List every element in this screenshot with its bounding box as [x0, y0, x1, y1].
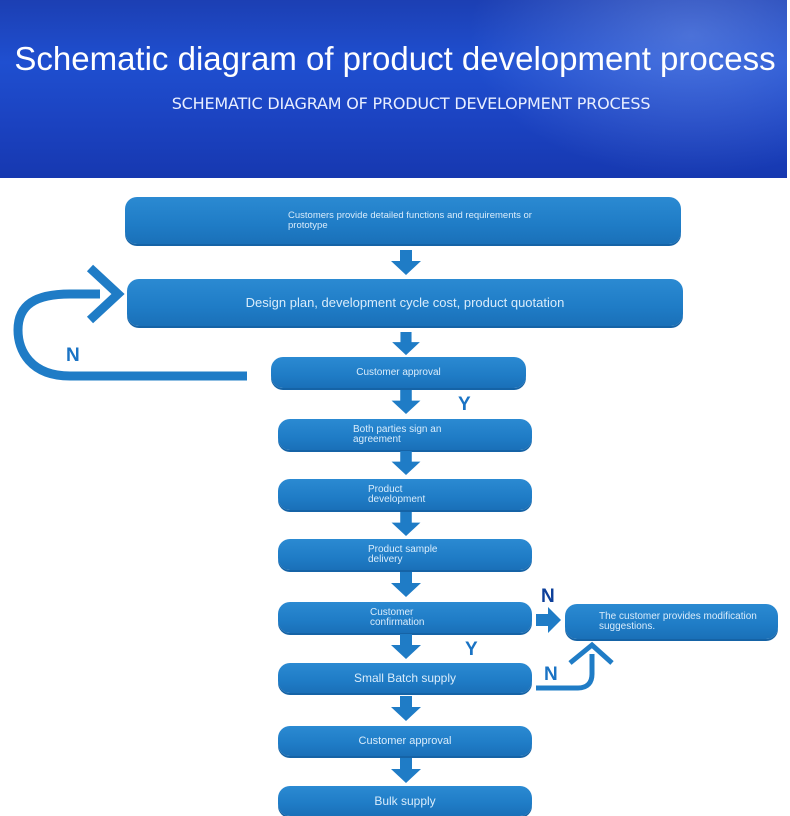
step-customer-approval-2: Customer approval — [278, 726, 532, 756]
header-banner: Schematic diagram of product development… — [0, 0, 787, 178]
step-customer-approval-1-label: Customer approval — [356, 366, 441, 378]
step-design-plan: Design plan, development cycle cost, pro… — [127, 279, 683, 326]
label-no-1: N — [66, 345, 80, 366]
label-no-2: N — [541, 586, 555, 607]
step-modification-suggestions: The customer provides modification sugge… — [565, 604, 778, 639]
arrow-right-icon — [536, 607, 561, 633]
label-yes-2: Y — [465, 639, 478, 660]
page-title: Schematic diagram of product development… — [14, 40, 776, 77]
step-customer-approval-2-label: Customer approval — [358, 735, 452, 747]
step-bulk-supply: Bulk supply — [278, 786, 532, 816]
return-arrowhead-icon — [568, 641, 614, 665]
page-subtitle: SCHEMATIC DIAGRAM OF PRODUCT DEVELOPMENT… — [171, 94, 651, 113]
label-yes-1: Y — [458, 394, 471, 415]
step-product-development-label: Product development — [368, 483, 426, 505]
label-no-3: N — [544, 664, 558, 685]
arrow-down-icon — [392, 332, 420, 356]
step-product-development: Product development — [278, 479, 532, 510]
step-customer-confirmation: Customer confirmation — [278, 602, 532, 633]
step-requirements: Customers provide detailed functions and… — [125, 197, 681, 244]
step-modification-suggestions-label: The customer provides modification sugge… — [599, 610, 757, 632]
step-sample-delivery: Product sample delivery — [278, 539, 532, 570]
arrow-down-icon — [391, 250, 421, 275]
loop-arrow-icon — [13, 289, 247, 381]
arrow-down-icon — [391, 758, 421, 783]
step-design-plan-label: Design plan, development cycle cost, pro… — [245, 294, 565, 310]
step-sign-agreement-label: Both parties sign an agreement — [353, 423, 442, 445]
step-small-batch-supply: Small Batch supply — [278, 663, 532, 693]
step-customer-approval-1: Customer approval — [271, 357, 526, 388]
return-arrow-icon — [536, 654, 595, 691]
loop-arrowhead-icon — [86, 264, 125, 324]
step-requirements-label: Customers provide detailed functions and… — [288, 209, 532, 231]
arrow-down-icon — [391, 634, 421, 659]
arrow-down-icon — [391, 390, 421, 415]
arrow-down-icon — [391, 451, 421, 476]
arrow-down-icon — [391, 572, 421, 597]
step-bulk-supply-label: Bulk supply — [374, 794, 436, 808]
step-sample-delivery-label: Product sample delivery — [368, 543, 438, 565]
step-customer-confirmation-label: Customer confirmation — [370, 606, 425, 628]
header-glow — [467, 0, 787, 178]
step-small-batch-supply-label: Small Batch supply — [353, 671, 457, 685]
step-sign-agreement: Both parties sign an agreement — [278, 419, 532, 450]
arrow-down-icon — [391, 696, 421, 721]
arrow-down-icon — [391, 512, 421, 537]
